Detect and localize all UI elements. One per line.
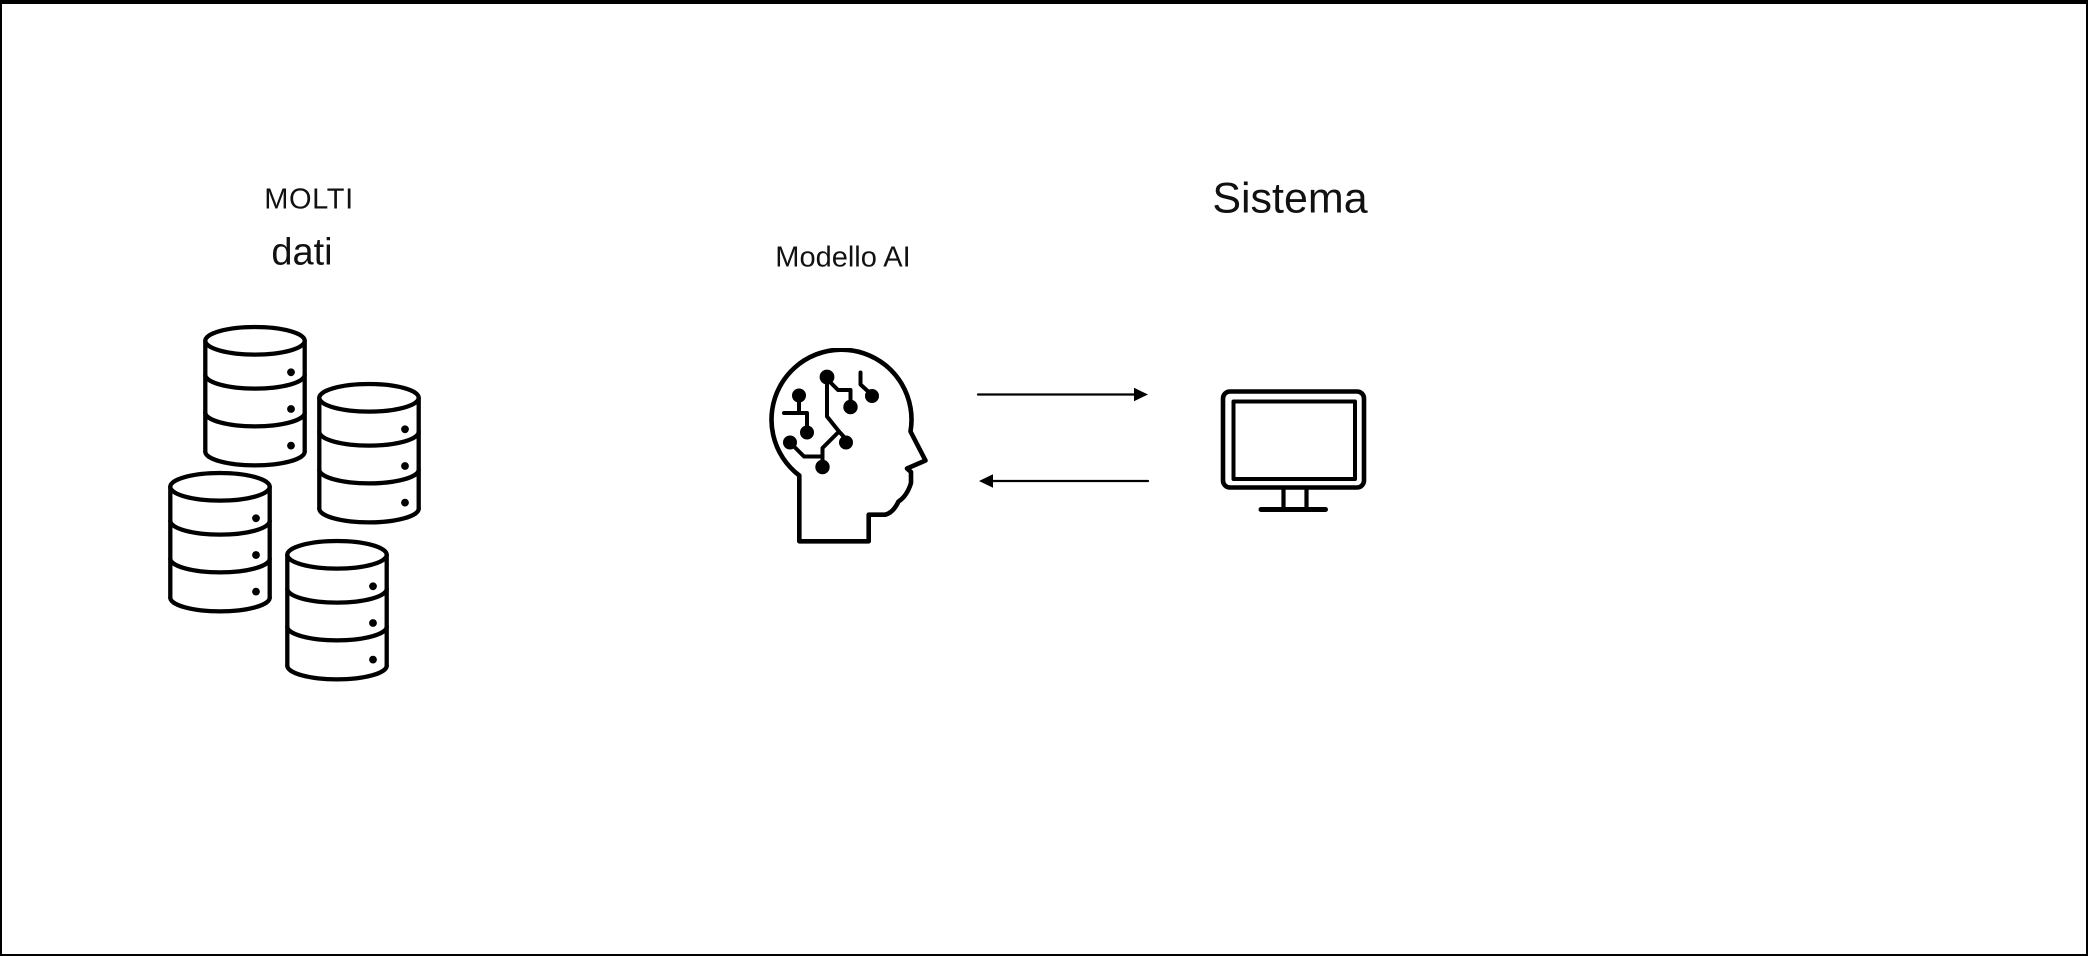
arrow-left-icon (979, 474, 1150, 488)
ai-head-circuit-icon (769, 348, 928, 544)
connection-arrows (976, 387, 1150, 488)
database-icon (317, 381, 421, 525)
database-icon (285, 538, 389, 682)
ai-model-label: Modello AI (775, 241, 911, 274)
data-source-label: dati (271, 231, 333, 274)
database-icon (168, 470, 272, 614)
system-label: Sistema (1212, 174, 1368, 223)
arrow-right-icon (976, 387, 1148, 402)
database-icon (203, 324, 307, 468)
monitor-icon (1220, 389, 1367, 512)
data-source-qualifier-label: MOLTI (264, 183, 354, 216)
